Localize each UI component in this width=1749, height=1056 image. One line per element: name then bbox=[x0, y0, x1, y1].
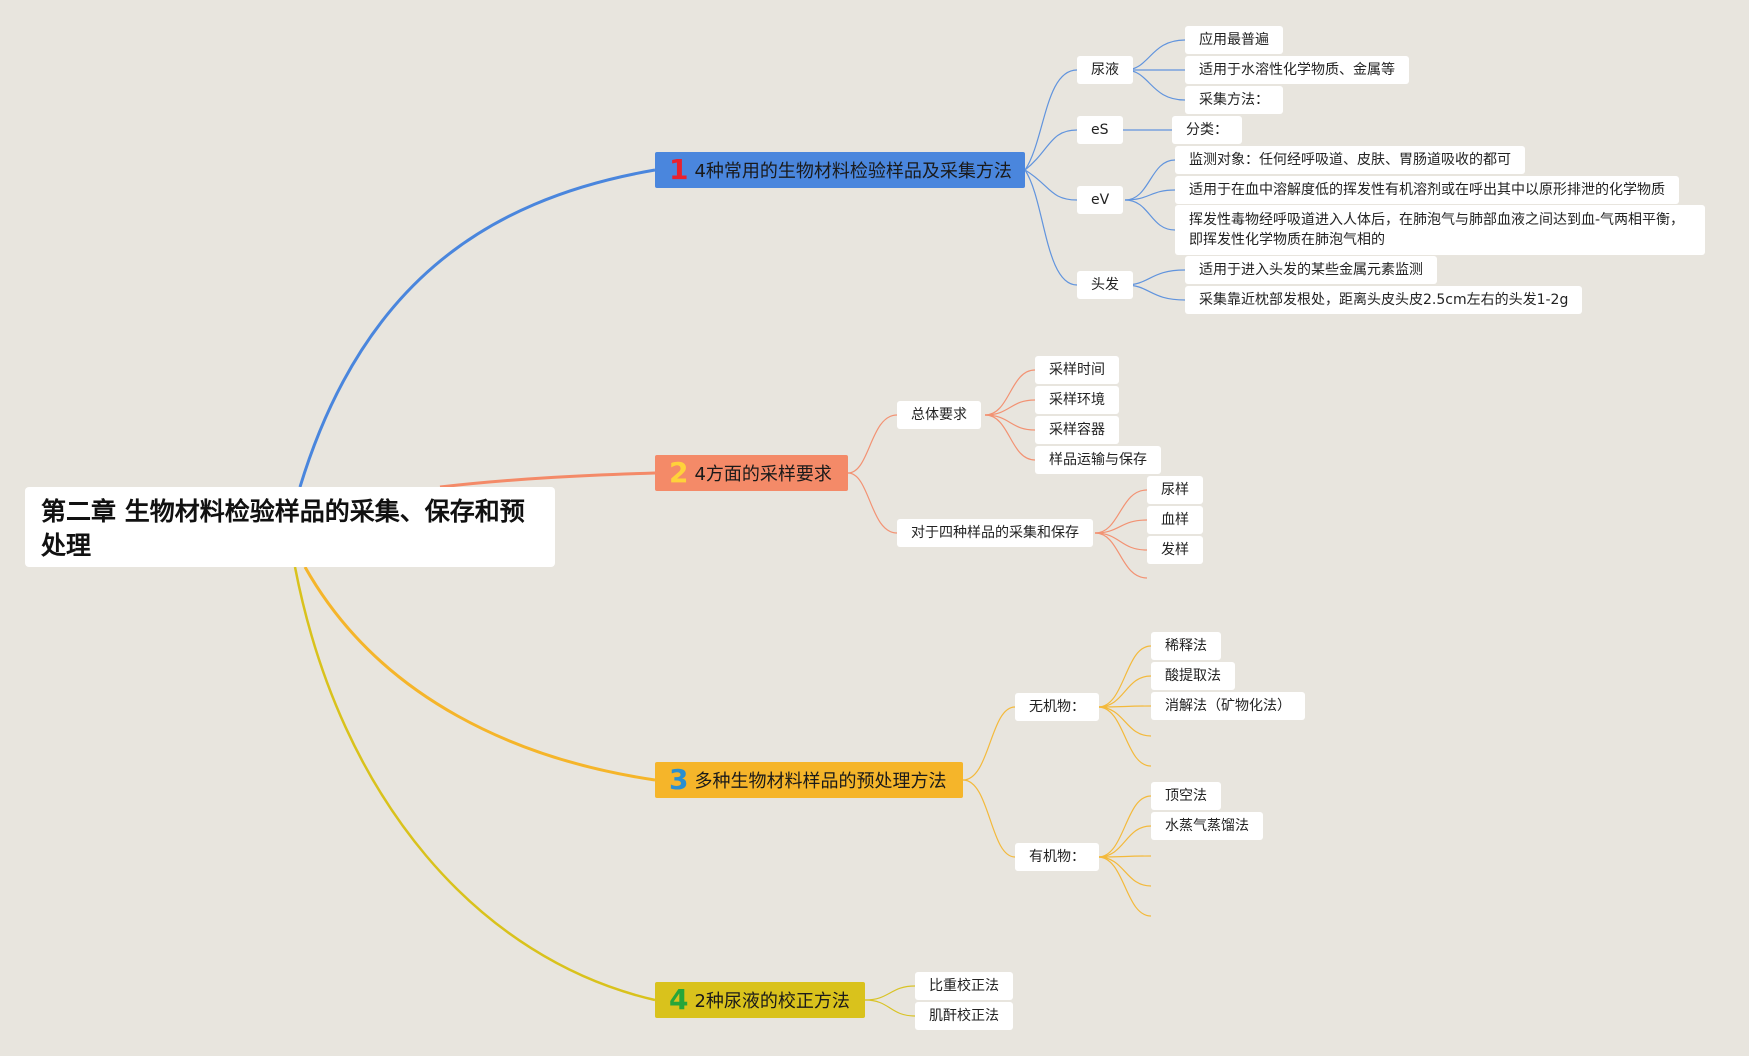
leaf-item[interactable]: 稀释法 bbox=[1151, 632, 1221, 660]
connector-root-branch1 bbox=[298, 168, 656, 488]
leaf-item[interactable]: 酸提取法 bbox=[1151, 662, 1235, 690]
branch-number-3: 3 bbox=[669, 763, 689, 796]
connector-root-branch2 bbox=[439, 471, 656, 489]
leaf-item[interactable]: 分类： bbox=[1172, 116, 1242, 144]
leaf-item[interactable]: 发样 bbox=[1147, 536, 1203, 564]
branch-label-4: 2种尿液的校正方法 bbox=[694, 991, 850, 1012]
leaf-item[interactable]: 适用于进入头发的某些金属元素监测 bbox=[1185, 256, 1437, 284]
leaf-label: 适用于水溶性化学物质、金属等 bbox=[1199, 62, 1395, 78]
leaf-item[interactable]: 血样 bbox=[1147, 506, 1203, 534]
leaf-label: 稀释法 bbox=[1165, 638, 1207, 654]
leaf-item[interactable]: 挥发性毒物经呼吸道进入人体后，在肺泡气与肺部血液之间达到血-气两相平衡，即挥发性… bbox=[1175, 205, 1705, 255]
subtopic-es[interactable]: eS bbox=[1077, 116, 1123, 144]
subtopic-specific-gravity[interactable]: 比重校正法 bbox=[915, 972, 1013, 1000]
subtopic-label: 比重校正法 bbox=[929, 978, 999, 994]
subtopic-label: 肌酐校正法 bbox=[929, 1008, 999, 1024]
leaf-label: 挥发性毒物经呼吸道进入人体后，在肺泡气与肺部血液之间达到血-气两相平衡，即挥发性… bbox=[1189, 212, 1685, 248]
branch-label-3: 多种生物材料样品的预处理方法 bbox=[694, 771, 947, 792]
leaf-item[interactable]: 采样环境 bbox=[1035, 386, 1119, 414]
leaf-item[interactable]: 采集靠近枕部发根处，距离头皮头皮2.5cm左右的头发1-2g bbox=[1185, 286, 1583, 314]
subtopic-organic[interactable]: 有机物： bbox=[1015, 843, 1099, 871]
leaf-item[interactable]: 适用于在血中溶解度低的挥发性有机溶剂或在呼出其中以原形排泄的化学物质 bbox=[1175, 176, 1679, 204]
subtopic-label: eV bbox=[1091, 192, 1110, 208]
subtopic-label: 无机物： bbox=[1029, 699, 1085, 715]
leaf-label: 尿样 bbox=[1161, 482, 1189, 498]
leaf-label: 酸提取法 bbox=[1165, 668, 1221, 684]
leaf-item[interactable]: 尿样 bbox=[1147, 476, 1203, 504]
subtopic-general[interactable]: 总体要求 bbox=[897, 401, 981, 429]
subtopic-label: 头发 bbox=[1091, 277, 1119, 293]
branch-label-1: 4种常用的生物材料检验样品及采集方法 bbox=[694, 161, 1012, 182]
leaf-label: 血样 bbox=[1161, 512, 1189, 528]
leaf-label: 应用最普遍 bbox=[1199, 32, 1269, 48]
branch-number-4: 4 bbox=[669, 983, 689, 1016]
branch-number-1: 1 bbox=[669, 153, 689, 186]
subtopic-label: 总体要求 bbox=[911, 407, 967, 423]
leaf-item[interactable]: 采样时间 bbox=[1035, 356, 1119, 384]
leaf-label: 水蒸气蒸馏法 bbox=[1165, 818, 1249, 834]
leaf-item[interactable]: 采集方法： bbox=[1185, 86, 1283, 114]
connector-root-branch3 bbox=[303, 566, 656, 782]
leaf-item[interactable]: 适用于水溶性化学物质、金属等 bbox=[1185, 56, 1409, 84]
subtopic-creatinine[interactable]: 肌酐校正法 bbox=[915, 1002, 1013, 1030]
leaf-label: 适用于在血中溶解度低的挥发性有机溶剂或在呼出其中以原形排泄的化学物质 bbox=[1189, 182, 1665, 198]
subtopic-label: 尿液 bbox=[1091, 62, 1119, 78]
leaf-item[interactable]: 水蒸气蒸馏法 bbox=[1151, 812, 1263, 840]
branch-label-2: 4方面的采样要求 bbox=[694, 464, 832, 485]
leaf-label: 发样 bbox=[1161, 542, 1189, 558]
connector-root-branch4 bbox=[293, 566, 656, 1002]
leaf-item[interactable]: 顶空法 bbox=[1151, 782, 1221, 810]
branch-number-2: 2 bbox=[669, 456, 689, 489]
subtopic-label: 有机物： bbox=[1029, 849, 1085, 865]
leaf-label: 分类： bbox=[1186, 122, 1228, 138]
root-topic[interactable]: 第二章 生物材料检验样品的采集、保存和预处理 bbox=[25, 487, 555, 567]
subtopic-label: eS bbox=[1091, 122, 1109, 138]
subtopic-four-samples[interactable]: 对于四种样品的采集和保存 bbox=[897, 519, 1093, 547]
leaf-label: 采样时间 bbox=[1049, 362, 1105, 378]
leaf-label: 适用于进入头发的某些金属元素监测 bbox=[1199, 262, 1423, 278]
leaf-label: 样品运输与保存 bbox=[1049, 452, 1147, 468]
root-title: 第二章 生物材料检验样品的采集、保存和预处理 bbox=[41, 497, 525, 560]
leaf-label: 采集方法： bbox=[1199, 92, 1269, 108]
leaf-item[interactable]: 应用最普遍 bbox=[1185, 26, 1283, 54]
leaf-item[interactable]: 消解法（矿物化法） bbox=[1151, 692, 1305, 720]
subtopic-hair[interactable]: 头发 bbox=[1077, 271, 1133, 299]
leaf-label: 采样环境 bbox=[1049, 392, 1105, 408]
subtopic-ev[interactable]: eV bbox=[1077, 186, 1124, 214]
leaf-label: 采集靠近枕部发根处，距离头皮头皮2.5cm左右的头发1-2g bbox=[1199, 292, 1569, 308]
leaf-item[interactable]: 采样容器 bbox=[1035, 416, 1119, 444]
subtopic-label: 对于四种样品的采集和保存 bbox=[911, 525, 1079, 541]
leaf-item[interactable]: 监测对象：任何经呼吸道、皮肤、胃肠道吸收的都可 bbox=[1175, 146, 1525, 174]
leaf-item[interactable]: 样品运输与保存 bbox=[1035, 446, 1161, 474]
subtopic-inorganic[interactable]: 无机物： bbox=[1015, 693, 1099, 721]
leaf-label: 采样容器 bbox=[1049, 422, 1105, 438]
leaf-label: 监测对象：任何经呼吸道、皮肤、胃肠道吸收的都可 bbox=[1189, 152, 1511, 168]
leaf-label: 消解法（矿物化法） bbox=[1165, 698, 1291, 714]
leaf-label: 顶空法 bbox=[1165, 788, 1207, 804]
subtopic-urine[interactable]: 尿液 bbox=[1077, 56, 1133, 84]
